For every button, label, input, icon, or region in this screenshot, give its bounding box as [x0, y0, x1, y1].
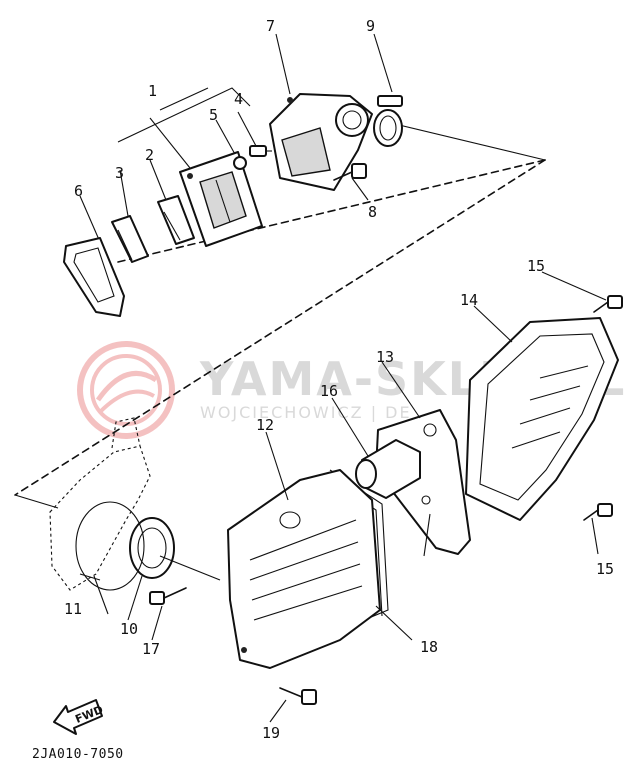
part-6-gasket — [63, 237, 125, 317]
part-15-screw-top — [593, 295, 623, 313]
part-8-bolt — [333, 163, 367, 181]
part-17-bolt — [149, 587, 187, 605]
callout-3: 3 — [115, 164, 124, 182]
callout-2: 2 — [145, 146, 154, 164]
part-5-nut — [233, 156, 247, 170]
leader-bracket-top — [79, 33, 393, 243]
part-3-reed-petal — [111, 215, 149, 263]
part-12-silencer-case — [227, 469, 381, 669]
callout-4: 4 — [234, 90, 243, 108]
watermark-logo — [77, 341, 175, 439]
callout-6: 6 — [74, 182, 83, 200]
callout-10: 10 — [120, 620, 138, 638]
part-2-stopper-plate — [157, 195, 195, 245]
callout-7: 7 — [266, 17, 275, 35]
part-15-screw-bottom — [583, 503, 613, 521]
callout-8: 8 — [368, 203, 377, 221]
callout-15-top: 15 — [527, 257, 545, 275]
part-16-duct — [355, 439, 421, 499]
callout-14: 14 — [460, 291, 478, 309]
part-1-reed-valve — [179, 151, 263, 247]
callout-5: 5 — [209, 106, 218, 124]
part-7-intake-manifold — [269, 93, 373, 191]
callout-9: 9 — [366, 17, 375, 35]
callout-16: 16 — [320, 382, 338, 400]
callout-11: 11 — [64, 600, 82, 618]
callout-labels: 1 2 3 4 5 6 7 8 9 10 11 12 13 14 15 15 1… — [64, 17, 614, 742]
drawing-code: 2JA010-7050 — [32, 747, 124, 762]
part-9-hose-clamp — [373, 95, 403, 147]
callout-17: 17 — [142, 640, 160, 658]
part-4-screw — [249, 145, 272, 157]
carburetor-outline — [49, 417, 151, 591]
fwd-arrow: FWD — [53, 699, 105, 735]
part-19-bolt — [279, 687, 317, 705]
callout-leaders — [93, 271, 607, 723]
callout-15-bottom: 15 — [596, 560, 614, 578]
callout-13: 13 — [376, 348, 394, 366]
callout-12: 12 — [256, 416, 274, 434]
watermark-subtitle: WOJCIECHOWICZ | DE — [200, 403, 412, 422]
callout-18: 18 — [420, 638, 438, 656]
part-10-joint — [129, 517, 175, 579]
separator-lines — [14, 123, 546, 509]
part-14-silencer-cover — [465, 317, 619, 521]
callout-19: 19 — [262, 724, 280, 742]
callout-1: 1 — [148, 82, 157, 100]
part-11-clamp — [75, 501, 145, 591]
